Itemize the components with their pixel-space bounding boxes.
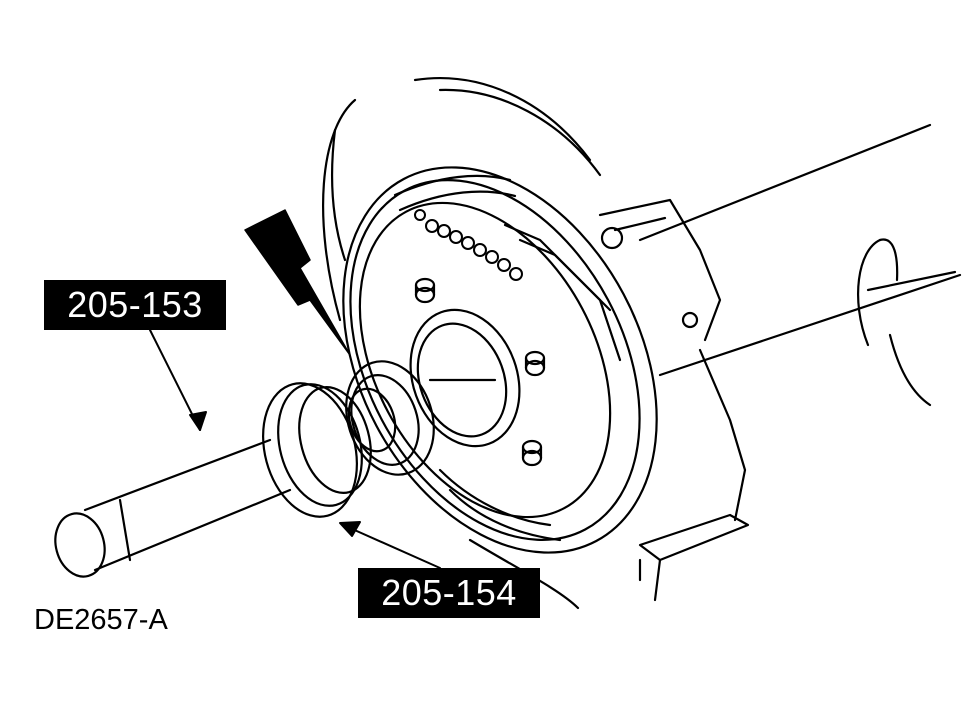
direction-arrow: [244, 209, 351, 356]
figure-id-label: DE2657-A: [34, 604, 168, 636]
wheel-studs: [414, 277, 546, 467]
callout-205-153: 205-153: [44, 280, 226, 330]
leader-lines: [149, 329, 441, 569]
mounting-bracket: [598, 198, 750, 602]
axle-hub: [409, 308, 521, 448]
brake-shoes: [393, 174, 622, 542]
return-springs: [414, 209, 523, 281]
tool-205-153: [54, 382, 372, 578]
axle-tube: [638, 123, 962, 407]
tool-205-154: [345, 360, 435, 476]
shield-outline: [322, 77, 602, 610]
callout-205-154: 205-154: [358, 568, 540, 618]
